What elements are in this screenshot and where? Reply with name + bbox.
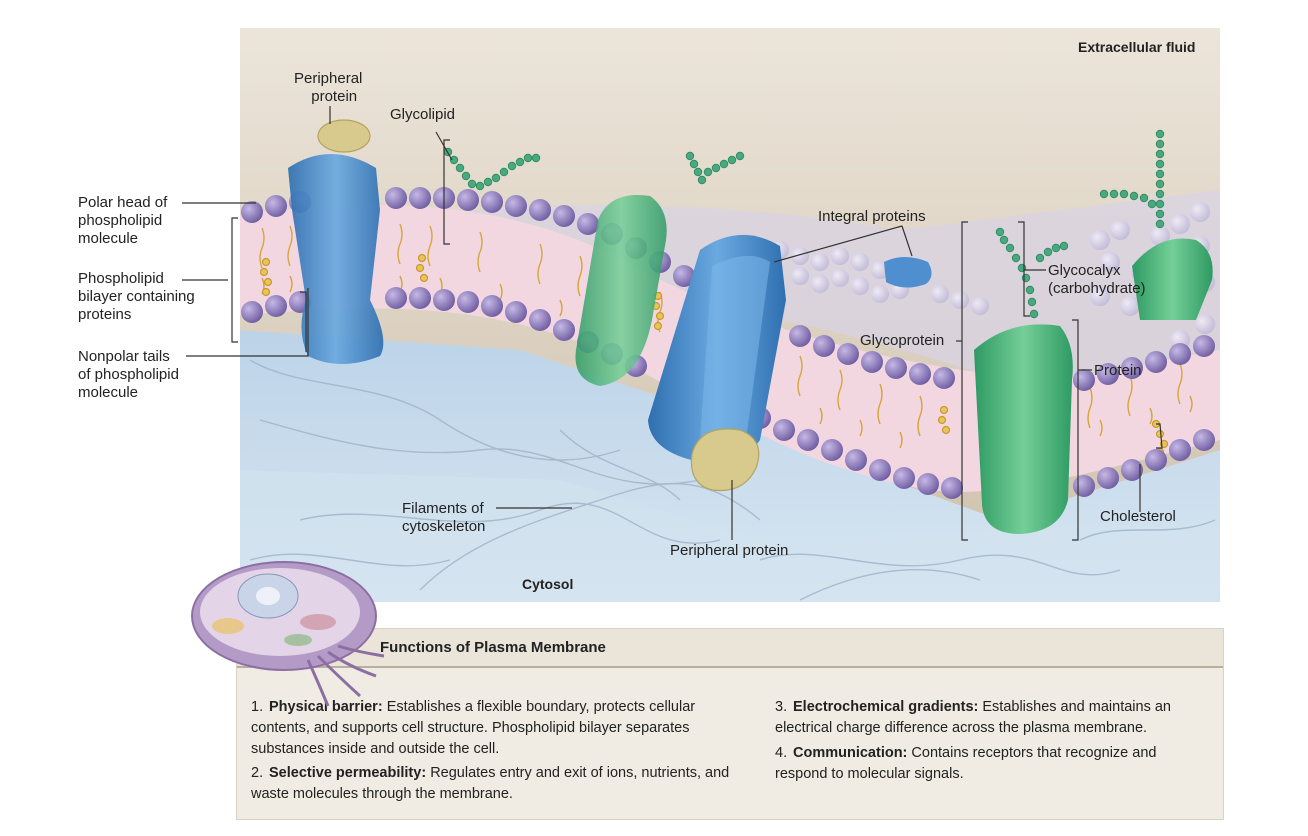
glycoprotein-label: Glycoprotein xyxy=(860,332,945,349)
peripheral-protein-bottom-label: Peripheral protein xyxy=(670,542,789,559)
bilayer-label: Phospholipid bilayer containing proteins xyxy=(78,270,195,323)
functions-title: Functions of Plasma Membrane xyxy=(380,639,606,656)
cytosol-lower-shade xyxy=(240,470,1220,602)
functions-panel: Functions of Plasma Membrane 1.Physical … xyxy=(236,628,1224,820)
cytosol-label: Cytosol xyxy=(522,576,574,592)
left-integral-protein xyxy=(288,119,384,364)
green-integral-protein xyxy=(575,195,667,386)
functions-panel-header: Functions of Plasma Membrane xyxy=(237,629,1223,668)
function-item-4: 4.Communication: Contains receptors that… xyxy=(775,745,1157,782)
scene-background xyxy=(240,28,1220,602)
cytoskeleton-filaments xyxy=(249,359,1216,601)
central-integral-protein xyxy=(648,234,786,492)
nonpolar-tails-label: Nonpolar tails of phospholipid molecule xyxy=(78,348,179,401)
function-item-1: 1.Physical barrier: Establishes a flexib… xyxy=(251,699,696,757)
polar-head-label: Polar head of phospholipid molecule xyxy=(78,194,168,247)
glycocalyx-label: Glycocalyx (carbohydrate) xyxy=(1048,262,1146,297)
function-item-3: 3.Electrochemical gradients: Establishes… xyxy=(775,699,1171,736)
glycolipid-label: Glycolipid xyxy=(390,106,456,123)
extracellular-fluid-label: Extracellular fluid xyxy=(1078,39,1196,55)
leader-lines xyxy=(182,106,1163,541)
protein-label: Protein xyxy=(1094,362,1142,379)
glycoprotein-body xyxy=(974,324,1073,534)
peripheral-protein-top xyxy=(317,119,371,153)
peripheral-protein-bottom xyxy=(690,428,760,492)
integral-proteins-label: Integral proteins xyxy=(818,208,926,225)
function-item-2: 2.Selective permeability: Regulates entr… xyxy=(251,765,730,802)
far-right-protein xyxy=(1132,238,1213,320)
cell-illustration xyxy=(191,561,385,707)
cholesterol-label: Cholesterol xyxy=(1100,508,1176,525)
filaments-label: Filaments of cytoskeleton xyxy=(402,500,486,535)
peripheral-protein-top-label: Peripheral protein xyxy=(294,70,363,105)
carbohydrate-chains xyxy=(443,129,1165,319)
small-integral-protein xyxy=(884,257,932,288)
